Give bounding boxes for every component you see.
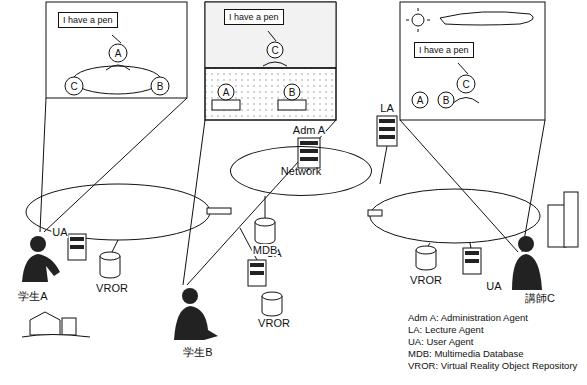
legend-note: LA: Lecture Agent [408, 325, 484, 335]
agent-label: Adm A [292, 124, 326, 136]
node-text: Network [281, 165, 321, 177]
node-text: I have a pen [419, 45, 469, 55]
repository-label: VROR [95, 282, 129, 294]
legend-note: MDB: Multimedia Database [408, 349, 524, 359]
board: I have a pen [414, 42, 474, 58]
board: I have a pen [58, 12, 118, 28]
person-letter: C [462, 79, 469, 90]
person-letter: C [271, 45, 278, 56]
agent-label: UA [485, 280, 502, 292]
person-letter: A [417, 95, 424, 106]
network-oval: Network [230, 146, 372, 196]
repository-label: VROR [257, 317, 291, 329]
legend-note: Adm A: Administration Agent [408, 313, 528, 323]
person-letter: A [223, 87, 230, 98]
agent-label: LA [379, 102, 394, 114]
legend-note: UA: User Agent [408, 337, 473, 347]
node-text: I have a pen [229, 12, 279, 22]
person-letter: B [157, 81, 164, 92]
person-letter: B [443, 95, 450, 106]
person-letter: A [115, 48, 122, 59]
database-label: MDB [252, 244, 278, 256]
person-name: 学生A [17, 290, 48, 302]
legend-note: VROR: Virtual Reality Object Repository [408, 361, 577, 371]
person-letter: C [70, 81, 77, 92]
repository-label: VROR [409, 274, 443, 286]
person-name: 学生B [182, 346, 213, 358]
agent-label: UA [51, 226, 68, 238]
board: I have a pen [224, 9, 284, 25]
person-letter: B [289, 87, 296, 98]
node-text: I have a pen [63, 15, 113, 25]
person-name: 講師C [524, 292, 556, 304]
